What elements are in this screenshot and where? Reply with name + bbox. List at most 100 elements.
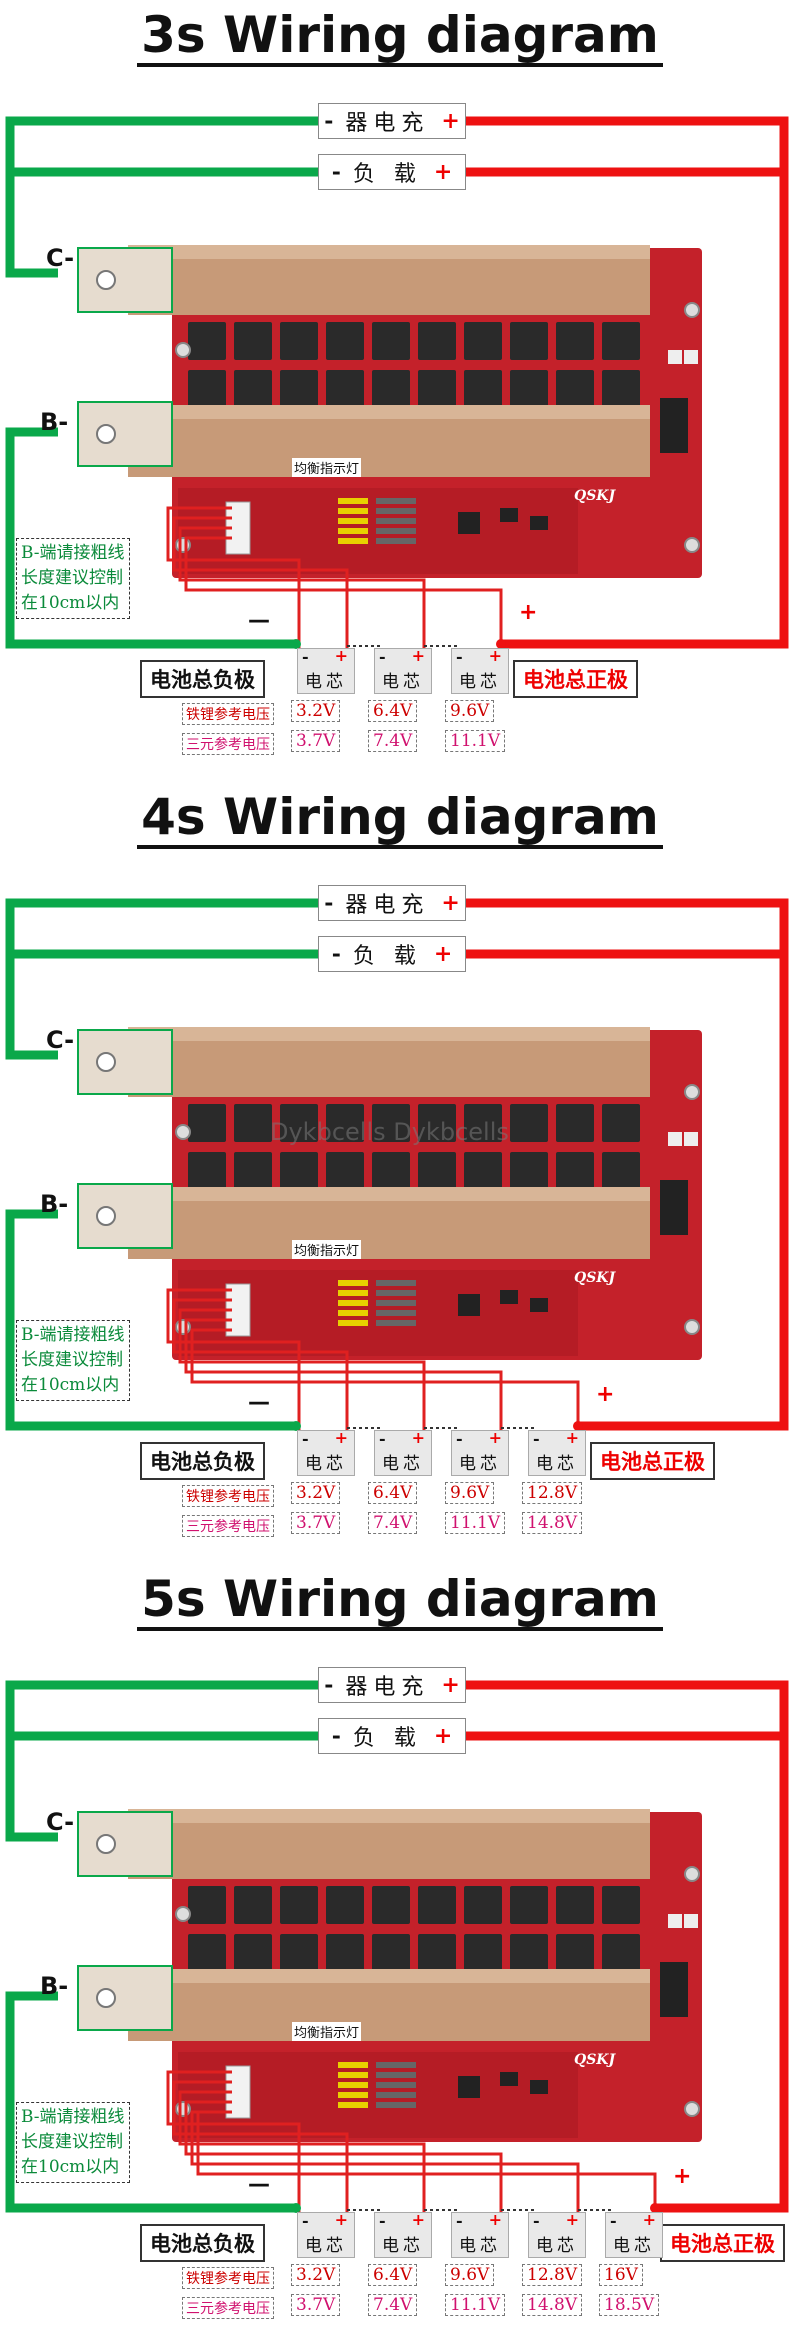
terminal-bolt: [96, 1052, 116, 1072]
load-label: -负 载+: [318, 1718, 466, 1754]
resistor: [376, 538, 416, 544]
battery-cell: -+电芯: [297, 2210, 355, 2258]
mount-hole: [684, 1319, 700, 1335]
cell-minus: -: [302, 647, 309, 666]
lfp-reference-label: 铁锂参考电压: [182, 1485, 274, 1507]
mount-hole: [175, 1124, 191, 1140]
note-line: B-端请接粗线: [21, 1325, 125, 1345]
cell-plus: +: [565, 2210, 579, 2229]
cell-plus: +: [488, 646, 502, 665]
led-indicator: [338, 1300, 368, 1306]
cell-minus: -: [533, 2211, 540, 2230]
green-wire-battery-neg: [5, 1991, 296, 2213]
cell-minus: -: [456, 647, 463, 666]
negative-sign: —: [248, 1390, 270, 1415]
negative-sign: —: [248, 608, 270, 633]
led-indicator: [338, 518, 368, 524]
charger-text: 器电充: [345, 893, 430, 918]
ncm-voltage: 3.7V: [291, 1512, 341, 1534]
led-indicator: [338, 1290, 368, 1296]
mosfet: [418, 1104, 456, 1142]
section-title: 5s Wiring diagram: [0, 1570, 800, 1631]
battery-cell: -+电芯: [451, 646, 509, 694]
cell-minus: -: [533, 1429, 540, 1448]
ncm-voltage: 7.4V: [368, 730, 418, 752]
neg-node: [291, 639, 301, 649]
battery-cell: -+电芯: [297, 1428, 355, 1476]
ic-chip: [500, 508, 518, 522]
cell-text: 电芯: [305, 2236, 347, 2256]
cell-plus: +: [334, 646, 348, 665]
cell-minus: -: [379, 1429, 386, 1448]
cell-text: 电芯: [382, 672, 424, 692]
mosfet: [602, 1886, 640, 1924]
pos-node: [650, 2203, 660, 2213]
battery-cell: -+电芯: [297, 646, 355, 694]
negative-sign: —: [248, 2172, 270, 2197]
resistor: [376, 2072, 416, 2078]
battery-cell: -+电芯: [374, 2210, 432, 2258]
mosfet: [280, 370, 318, 408]
charger-minus: -: [324, 890, 334, 916]
ncm-voltage: 3.7V: [291, 730, 341, 752]
load-text: 负 载: [352, 1726, 422, 1751]
terminal-bolt: [96, 1988, 116, 2008]
mosfet: [234, 370, 272, 408]
section-title: 3s Wiring diagram: [0, 6, 800, 67]
mosfet: [372, 322, 410, 360]
c-terminal-pad: [77, 247, 173, 313]
resistor: [376, 1320, 416, 1326]
note-line: 长度建议控制: [21, 568, 123, 588]
lfp-voltage: 9.6V: [445, 700, 495, 722]
mosfet: [510, 1934, 548, 1972]
ncm-voltage: 11.1V: [445, 730, 506, 752]
mosfet: [510, 1152, 548, 1190]
resistor: [376, 528, 416, 534]
copper-shine-mid: [128, 405, 650, 419]
resistor: [376, 2082, 416, 2088]
mosfet: [556, 1104, 594, 1142]
balance-indicator-label: 均衡指示灯: [292, 2022, 362, 2041]
ncm-voltage: 18.5V: [599, 2294, 660, 2316]
mosfet: [464, 1934, 502, 1972]
b-terminal-note: B-端请接粗线长度建议控制在10cm以内: [16, 1320, 130, 1401]
mosfet: [280, 1152, 318, 1190]
ncm-voltage: 11.1V: [445, 1512, 506, 1534]
load-minus: -: [331, 941, 341, 967]
mosfet: [234, 322, 272, 360]
balance-wire: [178, 526, 426, 648]
charger-minus: -: [324, 108, 334, 134]
lfp-reference-label: 铁锂参考电压: [182, 703, 274, 725]
load-text: 负 载: [352, 944, 422, 969]
mosfet: [464, 1886, 502, 1924]
cell-minus: -: [610, 2211, 617, 2230]
battery-negative-terminal: 电池总负极: [140, 1442, 265, 1480]
side-chip: [660, 1180, 688, 1235]
cell-minus: -: [456, 2211, 463, 2230]
load-label: -负 载+: [318, 154, 466, 190]
ncm-reference-label: 三元参考电压: [182, 2297, 274, 2319]
cell-plus: +: [488, 1428, 502, 1447]
battery-negative-terminal: 电池总负极: [140, 2224, 265, 2262]
side-chip: [660, 398, 688, 453]
lfp-voltage: 9.6V: [445, 2264, 495, 2286]
mosfet: [556, 1886, 594, 1924]
ncm-voltage: 3.7V: [291, 2294, 341, 2316]
mosfet: [510, 1104, 548, 1142]
b-terminal-pad: [77, 401, 173, 467]
mosfet: [234, 1152, 272, 1190]
ic-chip: [458, 2076, 480, 2098]
resistor: [376, 518, 416, 524]
resistor: [376, 1300, 416, 1306]
note-line: 在10cm以内: [21, 593, 120, 613]
resistor: [376, 2062, 416, 2068]
watermark: Dykbcells Dykbcells: [270, 1118, 509, 1146]
battery-positive-terminal: 电池总正极: [513, 660, 638, 698]
title-text: 5s Wiring diagram: [137, 1571, 663, 1631]
cell-minus: -: [379, 2211, 386, 2230]
cell-text: 电芯: [536, 1454, 578, 1474]
resistor: [376, 498, 416, 504]
b-terminal-note: B-端请接粗线长度建议控制在10cm以内: [16, 2102, 130, 2183]
